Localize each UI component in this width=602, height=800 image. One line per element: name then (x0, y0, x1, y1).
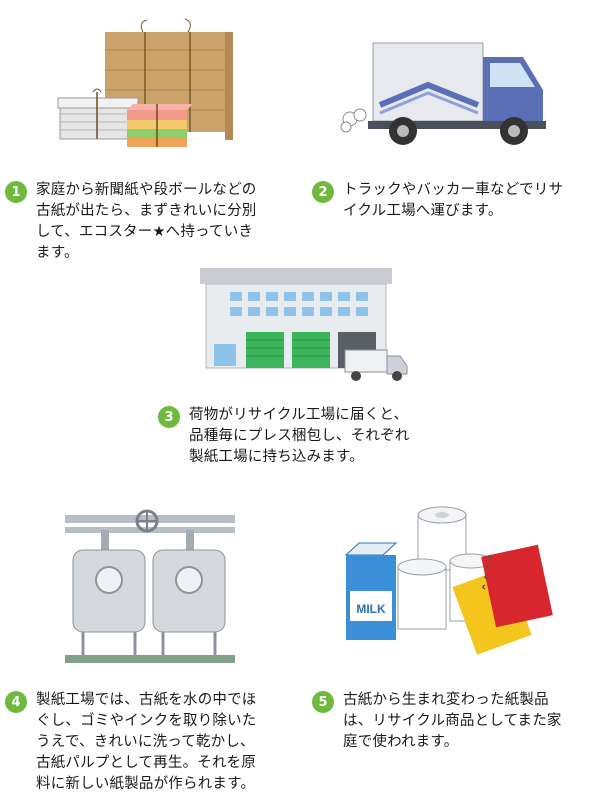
small-truck (344, 349, 408, 381)
step-number-badge: 1 (5, 181, 27, 203)
step-3: 3 荷物がリサイクル工場に届くと、 品種毎にプレス梱包し、それぞれ 製紙工場に持… (158, 405, 410, 468)
step-number-badge: 5 (312, 691, 334, 713)
paper-mill-tanks-illustration (65, 509, 235, 663)
paper-bundles-illustration (57, 18, 233, 147)
factory-illustration (200, 268, 408, 381)
step-description: 荷物がリサイクル工場に届くと、 品種毎にプレス梱包し、それぞれ 製紙工場に持ち込… (189, 407, 410, 465)
tank-left (72, 549, 146, 633)
milk-carton: MILK (344, 542, 398, 640)
step-description: トラックやバッカー車などでリサ イクル工場へ運びます。 (343, 182, 564, 219)
step-2: 2 トラックやバッカー車などでリサ イクル工場へ運びます。 (312, 180, 563, 222)
tank-right (152, 549, 226, 633)
step-description: 家庭から新聞紙や段ボールなどの 古紙が出たら、まずきれいに分別 して、エコスター… (36, 182, 257, 261)
step-number-badge: 3 (158, 406, 180, 428)
step-1: 1 家庭から新聞紙や段ボールなどの 古紙が出たら、まずきれいに分別 して、エコス… (5, 180, 257, 264)
step-4: 4 製紙工場では、古紙を水の中でほ ぐし、ゴミやインクを取り除いた うえで、きれ… (5, 690, 257, 795)
step-number-badge: 2 (312, 181, 334, 203)
paper-products-illustration: MILK (344, 506, 553, 655)
notebooks (452, 544, 553, 655)
step-5: 5 古紙から生まれ変わった紙製品 は、リサイクル商品としてまた家 庭で使われます… (312, 690, 562, 753)
magazine-bundle (127, 104, 193, 147)
factory-windows (214, 292, 368, 366)
truck-cab (483, 57, 543, 127)
truck-illustration (340, 42, 546, 145)
newspaper-bundle (57, 88, 139, 140)
step-number-badge: 4 (5, 691, 27, 713)
step-description: 製紙工場では、古紙を水の中でほ ぐし、ゴミやインクを取り除いた うえで、きれいに… (36, 692, 257, 792)
step-description: 古紙から生まれ変わった紙製品 は、リサイクル商品としてまた家 庭で使われます。 (343, 692, 562, 750)
exhaust-cloud (340, 108, 367, 133)
milk-label: MILK (356, 602, 386, 616)
